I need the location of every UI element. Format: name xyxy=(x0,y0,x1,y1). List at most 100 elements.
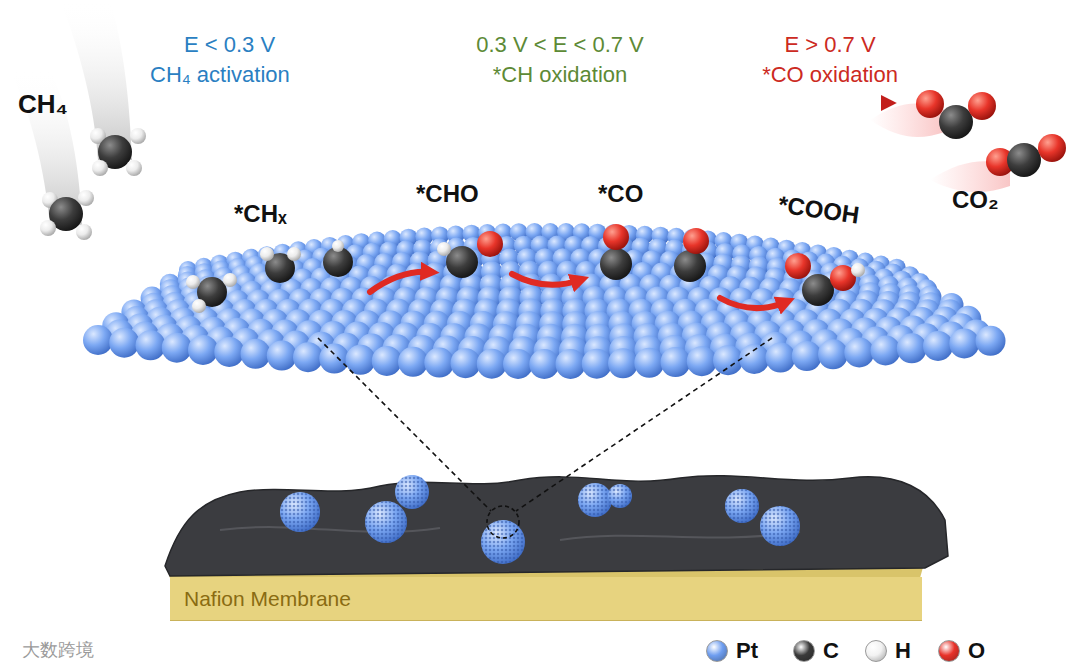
hydrogen-atom xyxy=(287,247,301,261)
platinum-atom xyxy=(372,346,402,376)
hydrogen-atom xyxy=(126,160,142,176)
platinum-atom xyxy=(582,349,612,379)
platinum-atom xyxy=(976,326,1006,356)
carbon-atom xyxy=(600,248,632,280)
pt-nanoparticle xyxy=(578,483,612,517)
legend-swatch xyxy=(865,640,887,662)
legend-label: Pt xyxy=(736,638,758,664)
hydrogen-atom xyxy=(437,242,451,256)
platinum-atom xyxy=(792,341,822,371)
legend-item: C xyxy=(793,638,839,664)
carbon-atom xyxy=(1007,143,1041,177)
platinum-atom xyxy=(477,349,507,379)
hydrogen-atom xyxy=(223,273,237,287)
hydrogen-atom xyxy=(78,190,94,206)
molecule-label: CH₄ xyxy=(18,90,68,120)
platinum-atom xyxy=(923,331,953,361)
particle-texture xyxy=(365,501,407,543)
zoom-line xyxy=(516,338,772,511)
platinum-atom xyxy=(83,325,113,355)
hydrogen-atom xyxy=(851,263,865,277)
hydrogen-atom xyxy=(192,299,206,313)
platinum-atom xyxy=(424,348,454,378)
platinum-atom xyxy=(844,338,874,368)
molecule-label: CO₂ xyxy=(952,186,999,214)
oxygen-atom xyxy=(1038,134,1066,162)
platinum-atom xyxy=(109,328,139,358)
hydrogen-atom xyxy=(40,220,56,236)
legend-label: H xyxy=(895,638,911,664)
platinum-atom xyxy=(818,339,848,369)
legend-label: O xyxy=(968,638,985,664)
carbon-atom xyxy=(802,274,834,306)
platinum-atom xyxy=(293,342,323,372)
step-label: *CO oxidation xyxy=(762,62,898,87)
species-label: *CHₓ xyxy=(234,200,287,228)
platinum-atom xyxy=(503,349,533,379)
platinum-atom xyxy=(897,333,927,363)
platinum-atom xyxy=(136,330,166,360)
platinum-atom xyxy=(451,348,481,378)
step-label: *CH oxidation xyxy=(493,62,628,87)
potential-label: 0.3 V < E < 0.7 V xyxy=(476,32,644,57)
legend-item: O xyxy=(938,638,985,664)
pt-nanoparticle xyxy=(608,484,632,508)
pt-nanoparticle xyxy=(725,489,759,523)
reaction-arrow xyxy=(720,298,786,308)
carbon-atom xyxy=(446,246,478,278)
species-label: *CO xyxy=(598,180,643,208)
particle-texture xyxy=(395,475,429,509)
pt-nanoparticle xyxy=(365,501,407,543)
oxygen-atom xyxy=(916,90,944,118)
oxygen-atom xyxy=(603,224,629,250)
platinum-atom xyxy=(188,335,218,365)
legend-swatch xyxy=(706,640,728,662)
hydrogen-atom xyxy=(332,240,344,252)
platinum-atom xyxy=(319,344,349,374)
platinum-atom xyxy=(214,337,244,367)
membrane-label: Nafion Membrane xyxy=(184,587,908,611)
pt-nanoparticle xyxy=(760,506,800,546)
potential-label: E < 0.3 V xyxy=(184,32,275,57)
platinum-atom xyxy=(871,336,901,366)
step-label: CH₄ activation xyxy=(150,62,290,87)
oxygen-atom xyxy=(477,231,503,257)
potential-label: E > 0.7 V xyxy=(784,32,875,57)
particle-texture xyxy=(760,506,800,546)
zoom-circle xyxy=(487,506,519,538)
hydrogen-atom xyxy=(260,247,274,261)
platinum-atom xyxy=(739,344,769,374)
carbon-support xyxy=(165,476,948,576)
oxygen-atom xyxy=(785,253,811,279)
platinum-atom xyxy=(766,343,796,373)
hydrogen-atom xyxy=(130,128,146,144)
platinum-atom xyxy=(949,328,979,358)
reaction-arrow xyxy=(512,274,580,285)
legend-label: C xyxy=(823,638,839,664)
hydrogen-atom xyxy=(92,160,108,176)
pt-nanoparticle xyxy=(395,475,429,509)
legend-item: Pt xyxy=(706,638,758,664)
platinum-atom xyxy=(267,341,297,371)
particle-texture xyxy=(608,484,632,508)
particle-texture xyxy=(725,489,759,523)
legend-swatch xyxy=(793,640,815,662)
particle-texture xyxy=(280,492,320,532)
hydrogen-atom xyxy=(76,224,92,240)
pt-nanoparticle xyxy=(280,492,320,532)
hydrogen-atom xyxy=(186,275,200,289)
potential-arrow xyxy=(176,101,884,105)
platinum-atom xyxy=(556,349,586,379)
carbon-atom xyxy=(939,105,973,139)
oxygen-atom xyxy=(968,92,996,120)
platinum-atom xyxy=(241,339,271,369)
platinum-atom xyxy=(398,347,428,377)
membrane-band: Nafion Membrane xyxy=(170,577,922,621)
reaction-arrow xyxy=(370,272,430,292)
platinum-atom xyxy=(529,349,559,379)
legend-swatch xyxy=(938,640,960,662)
legend-item: H xyxy=(865,638,911,664)
